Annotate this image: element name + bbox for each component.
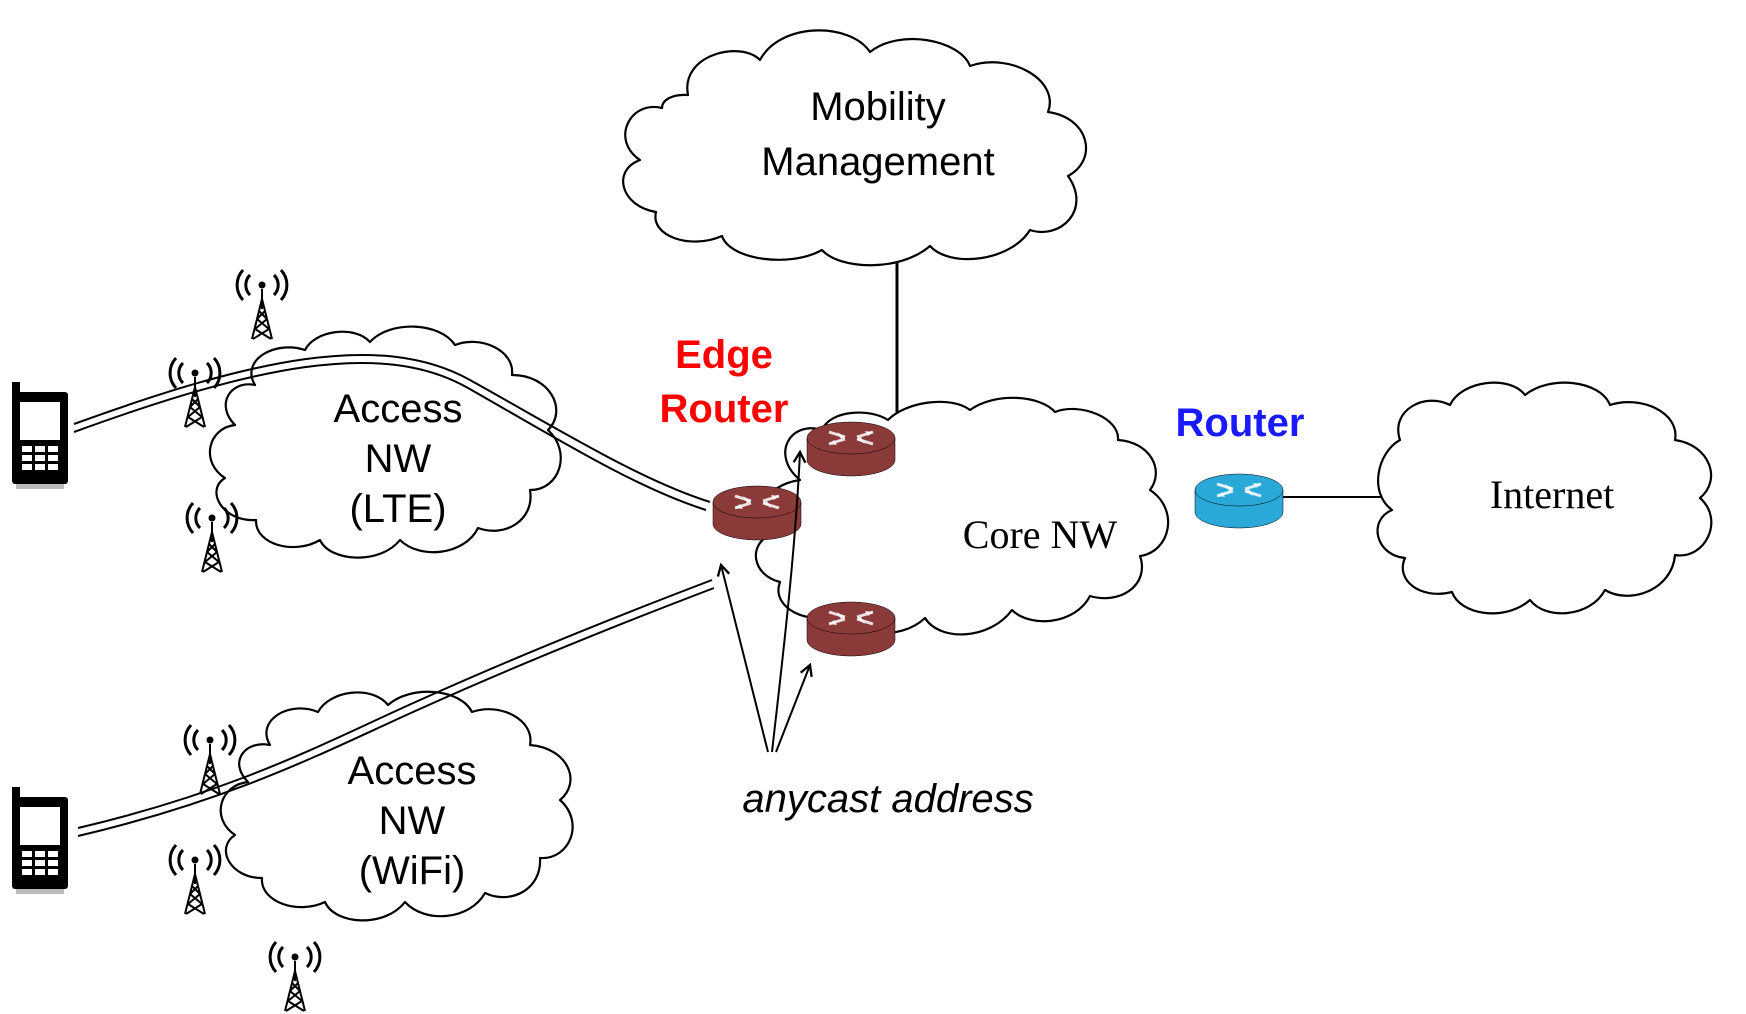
- access-nw-lte-cloud: [208, 325, 562, 559]
- antenna-tower-icon: [268, 940, 322, 1013]
- router-icon: [805, 600, 897, 658]
- mobility-management-label-line1: Mobility: [810, 85, 946, 129]
- access-lte-label-line2: NW: [365, 437, 432, 481]
- access-wifi-label-line2: NW: [379, 799, 446, 843]
- edge-router-label-line2: Router: [660, 387, 789, 431]
- antenna-tower-icon: [235, 268, 289, 341]
- access-wifi-label-line3: (WiFi): [359, 849, 466, 893]
- access-wifi-label-line1: Access: [348, 749, 477, 793]
- access-nw-wifi-cloud: [219, 690, 574, 922]
- mobile-phone-icon: [12, 382, 68, 489]
- mobility-management-label-line2: Management: [761, 140, 994, 184]
- anycast-arrows: [721, 452, 810, 753]
- internet-label: Internet: [1490, 472, 1614, 517]
- antenna-tower-icon: [168, 356, 222, 429]
- core-nw-label: Core NW: [963, 512, 1118, 557]
- router-icon: [1193, 472, 1285, 530]
- edge-router-label-line1: Edge: [675, 333, 773, 377]
- mobile-phone-icon: [12, 787, 68, 894]
- antenna-tower-icon: [168, 843, 222, 916]
- access-lte-label-line1: Access: [334, 387, 463, 431]
- router-label: Router: [1176, 401, 1305, 445]
- internet-cloud: [1376, 381, 1713, 615]
- router-icon: [805, 420, 897, 478]
- access-lte-label-line3: (LTE): [349, 487, 446, 531]
- mobility-management-cloud: [622, 29, 1087, 267]
- router-icon: [711, 484, 803, 542]
- anycast-address-label: anycast address: [742, 777, 1033, 821]
